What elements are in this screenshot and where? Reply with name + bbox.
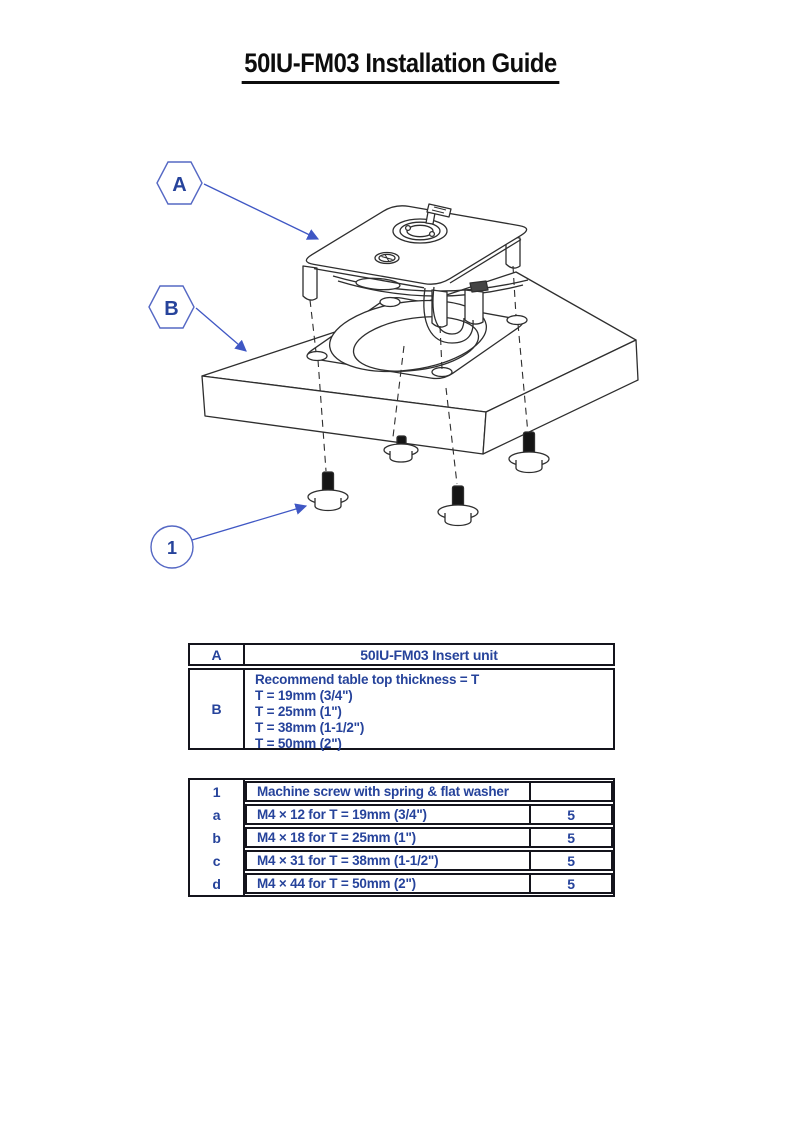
thickness-line: T = 19mm (3/4") xyxy=(255,687,353,703)
alignment-dashed-lines xyxy=(309,265,529,485)
screw-qty: 5 xyxy=(529,852,611,869)
table1-row-a-id: A xyxy=(211,646,222,663)
screw-table-id: b xyxy=(212,829,221,846)
table1-row-b: B Recommend table top thickness = T T = … xyxy=(188,668,615,751)
table-row: M4 × 18 for T = 25mm (1") 5 xyxy=(245,827,613,848)
screws-drawing xyxy=(307,431,550,527)
table-row: M4 × 31 for T = 38mm (1-1/2") 5 xyxy=(245,850,613,871)
screw-table-id: c xyxy=(212,852,221,869)
page-title-wrap: 50IU-FM03 Installation Guide xyxy=(0,48,802,84)
insert-unit-leg xyxy=(302,235,521,328)
screw-desc: M4 × 44 for T = 50mm (2") xyxy=(257,876,416,891)
installation-diagram: A B 1 xyxy=(148,161,639,569)
callouts: A B 1 xyxy=(148,161,320,569)
screw-1 xyxy=(307,471,349,512)
screw-desc: M4 × 18 for T = 25mm (1") xyxy=(257,830,416,845)
callout-b: B xyxy=(148,285,195,329)
screw-table-header-qty xyxy=(529,783,611,800)
screw-table: 1 a b c d Machine screw with spring & fl… xyxy=(188,778,615,897)
screw-qty: 5 xyxy=(529,806,611,823)
thickness-line: Recommend table top thickness = T xyxy=(255,672,480,687)
callout-a-label: A xyxy=(172,174,186,196)
callout-b-label: B xyxy=(164,298,178,320)
plate-screw xyxy=(374,251,400,265)
screw-table-id-column: 1 a b c d xyxy=(190,780,243,895)
screw-table-header-row: Machine screw with spring & flat washer xyxy=(245,781,613,802)
screw-table-id: 1 xyxy=(212,783,221,800)
callout-1-label: 1 xyxy=(167,538,177,558)
table1-row-b-text: Recommend table top thickness = T T = 19… xyxy=(243,670,613,751)
table1-row-a: A 50IU-FM03 Insert unit xyxy=(188,643,615,666)
thickness-line: T = 38mm (1-1/2") xyxy=(255,719,365,735)
table-top-drawing xyxy=(201,271,639,455)
callout-a: A xyxy=(156,161,203,205)
screw-table-id: d xyxy=(212,875,221,892)
callout-1: 1 xyxy=(150,525,194,569)
insert-unit-table: A 50IU-FM03 Insert unit B Recommend tabl… xyxy=(188,643,615,751)
screw-3 xyxy=(437,485,479,527)
insert-unit-drawing xyxy=(302,203,529,344)
screw-qty: 5 xyxy=(529,829,611,846)
screw-4 xyxy=(508,431,550,474)
screw-desc: M4 × 12 for T = 19mm (3/4") xyxy=(257,807,427,822)
table1-row-b-id: B xyxy=(211,701,222,717)
page-title: 50IU-FM03 Installation Guide xyxy=(242,48,560,84)
screw-table-id: a xyxy=(212,806,221,823)
table-row: M4 × 12 for T = 19mm (3/4") 5 xyxy=(245,804,613,825)
screw-table-rows: Machine screw with spring & flat washer … xyxy=(243,780,613,895)
screw-2 xyxy=(383,435,419,463)
locking-ring xyxy=(392,218,448,244)
screw-desc: M4 × 31 for T = 38mm (1-1/2") xyxy=(257,853,439,868)
thickness-line: T = 50mm (2") xyxy=(255,735,342,751)
thickness-line: T = 25mm (1") xyxy=(255,703,342,719)
table1-row-a-text: 50IU-FM03 Insert unit xyxy=(243,645,613,664)
screw-qty: 5 xyxy=(529,875,611,892)
screw-table-header-desc: Machine screw with spring & flat washer xyxy=(257,784,509,799)
table-row: M4 × 44 for T = 50mm (2") 5 xyxy=(245,873,613,894)
lever xyxy=(425,203,452,225)
